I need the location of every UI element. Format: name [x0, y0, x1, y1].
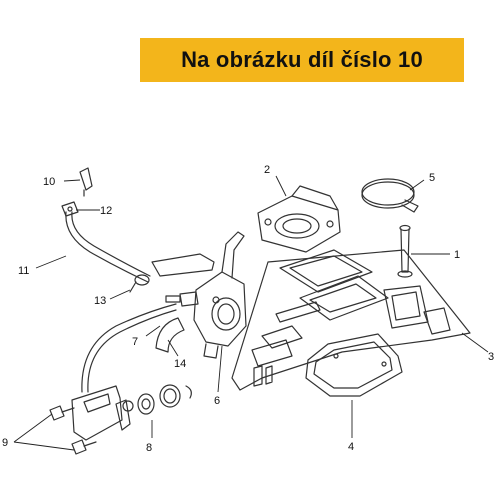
part-number-banner: Na obrázku díl číslo 10	[140, 38, 464, 82]
short-hose-part	[155, 317, 185, 353]
reed-valve-assembly-part	[231, 249, 471, 391]
fuel-hose-part	[65, 211, 151, 283]
pump-hose-part	[81, 303, 177, 393]
hose-clip-part	[61, 201, 79, 217]
hose-connector-part	[129, 274, 150, 293]
oil-pump-part	[71, 384, 192, 441]
hose-clamp-part	[361, 178, 419, 213]
callout-7: 7	[132, 336, 138, 348]
callout-5: 5	[429, 172, 435, 184]
callout-2: 2	[264, 164, 270, 176]
banner-text: Na obrázku díl číslo 10	[181, 47, 423, 72]
callout-12: 12	[100, 205, 112, 217]
intake-manifold-part	[257, 185, 341, 253]
callout-13: 13	[94, 295, 106, 307]
callout-11: 11	[18, 265, 29, 277]
callout-4: 4	[348, 441, 354, 453]
callout-3: 3	[488, 351, 494, 363]
fuel-filter-part	[79, 167, 93, 197]
callout-9: 9	[2, 437, 8, 449]
screws-part	[49, 405, 97, 455]
callout-6: 6	[214, 395, 220, 407]
gasket-part	[305, 333, 403, 397]
callout-1: 1	[454, 249, 460, 261]
callout-14: 14	[174, 358, 186, 370]
callout-8: 8	[146, 442, 152, 454]
carburetor-part	[151, 231, 247, 359]
callout-10: 10	[43, 176, 55, 188]
